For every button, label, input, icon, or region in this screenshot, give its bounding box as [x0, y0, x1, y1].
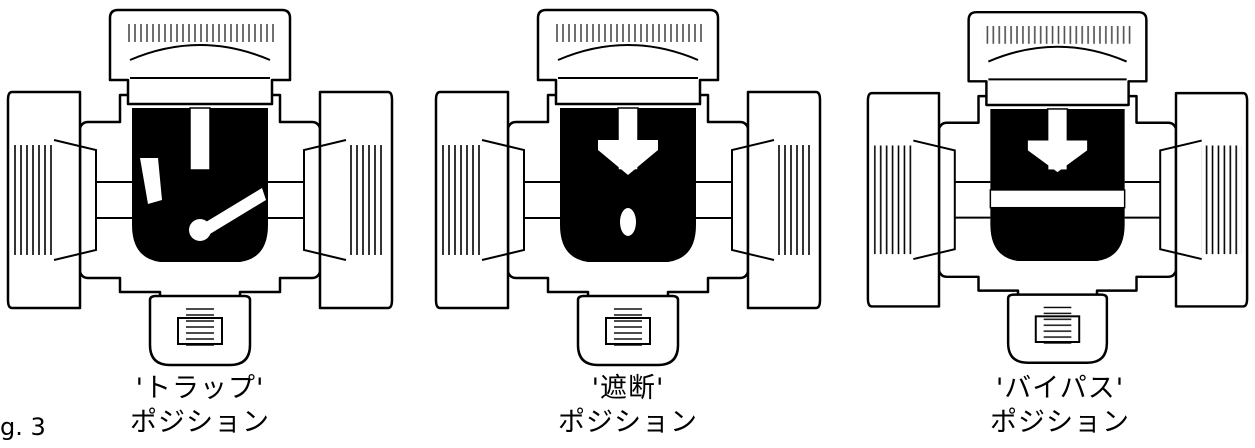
figure-label: g. 3	[0, 413, 46, 441]
caption-shutoff-line2: ポジション	[558, 407, 698, 438]
valve-bypass-diagram	[866, 10, 1249, 364]
valve-shutoff-diagram	[434, 8, 822, 367]
trap-plug	[132, 108, 268, 262]
caption-shutoff: '遮断' ポジション	[498, 372, 758, 440]
bypass-channel	[989, 189, 1126, 209]
caption-bypass: 'バイパス' ポジション	[930, 372, 1190, 440]
valve-trap-diagram	[6, 8, 394, 367]
right-thread	[346, 145, 386, 255]
bypass-plug	[990, 108, 1125, 262]
caption-trap-line2: ポジション	[130, 407, 270, 438]
caption-trap: 'トラップ' ポジション	[70, 372, 330, 440]
shutoff-plug	[560, 108, 696, 262]
caption-bypass-line1: 'バイパス'	[995, 373, 1125, 404]
caption-bypass-line2: ポジション	[990, 407, 1130, 438]
caption-shutoff-line1: '遮断'	[591, 373, 665, 404]
stem-thread	[186, 306, 214, 346]
left-thread	[14, 145, 54, 255]
caption-trap-line1: 'トラップ'	[135, 373, 265, 404]
